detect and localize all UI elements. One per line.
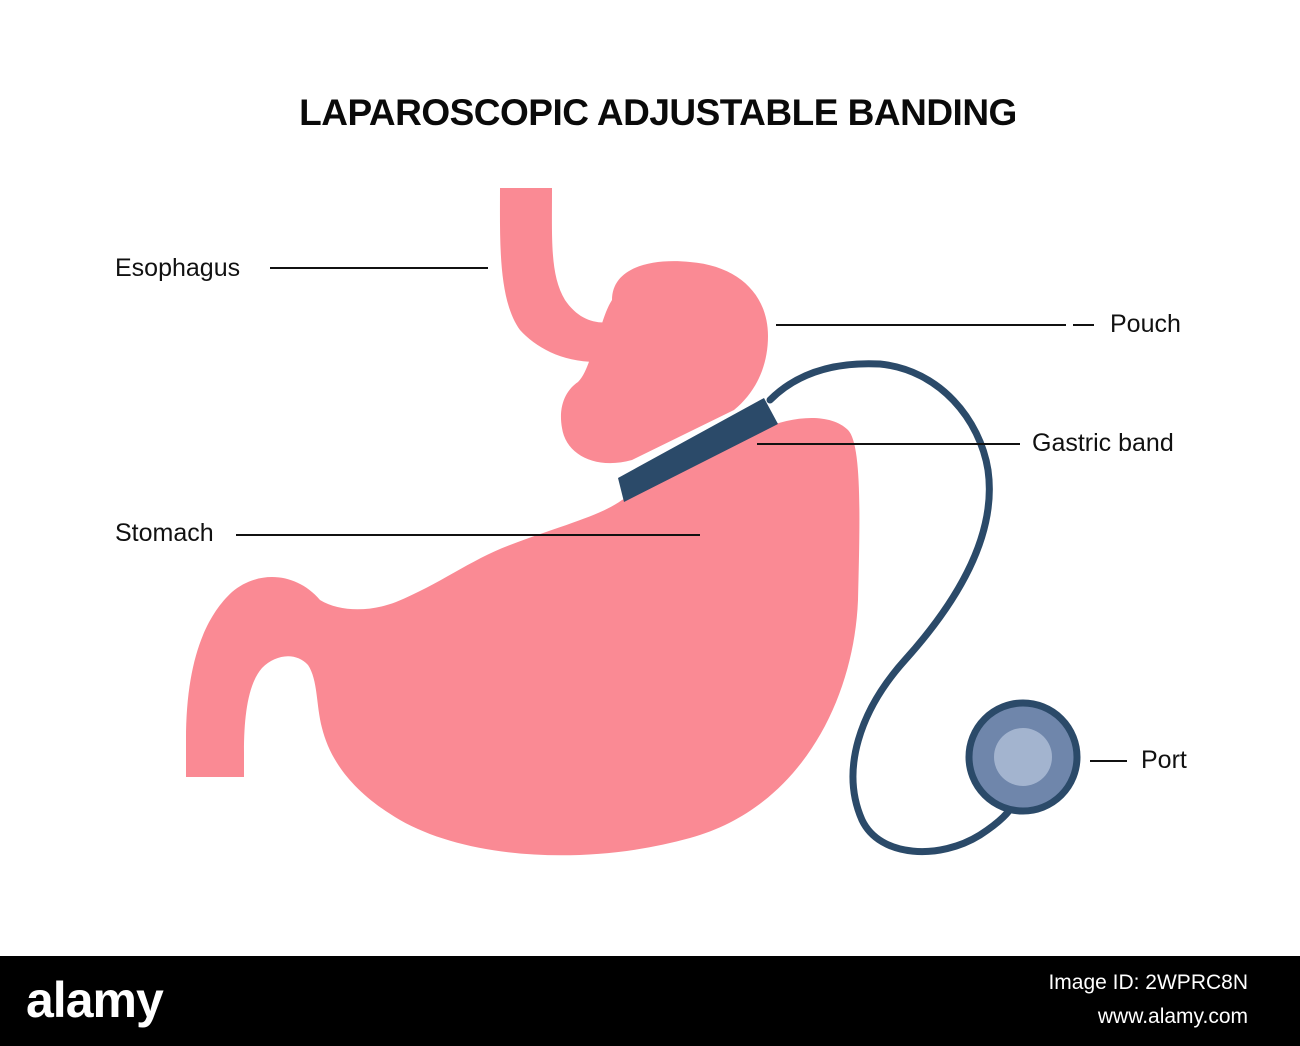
- esophagus-shape: [499, 188, 620, 362]
- gastric-band: [618, 398, 778, 502]
- pouch-label: Pouch: [1110, 310, 1181, 338]
- esophagus-label: Esophagus: [115, 254, 241, 282]
- image-id-text: Image ID: 2WPRC8N: [1048, 971, 1248, 994]
- watermark-footer: alamy Image ID: 2WPRC8N www.alamy.com: [0, 956, 1300, 1046]
- diagram-canvas: LAPAROSCOPIC ADJUSTABLE BANDING Esophagu…: [115, 92, 1187, 856]
- gastric-band-label: Gastric band: [1032, 429, 1174, 457]
- brand-logo: alamy: [26, 972, 164, 1028]
- stomach-illustration: [186, 188, 1127, 856]
- pouch-shape: [560, 261, 768, 464]
- stomach-label: Stomach: [115, 519, 214, 547]
- band-tube: [766, 360, 1020, 855]
- diagram-title: LAPAROSCOPIC ADJUSTABLE BANDING: [299, 92, 1017, 133]
- port-center: [994, 728, 1052, 786]
- stomach-shape: [186, 417, 860, 856]
- port-label: Port: [1141, 746, 1187, 774]
- site-url-text: www.alamy.com: [1097, 1005, 1248, 1028]
